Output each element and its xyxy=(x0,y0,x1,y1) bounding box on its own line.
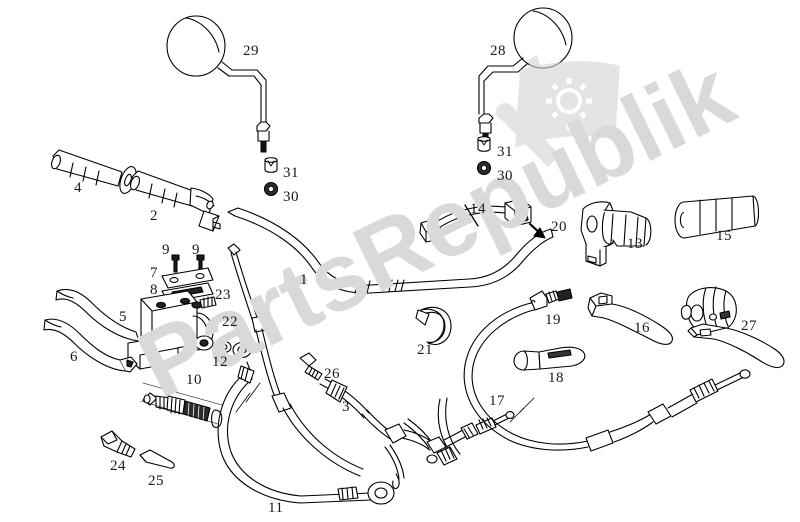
ref-9-a: 9 xyxy=(162,242,170,258)
ref-30-left: 30 xyxy=(283,189,299,205)
ref-12: 12 xyxy=(212,354,228,370)
ref-26: 26 xyxy=(324,366,340,382)
lock-nut-right-30 xyxy=(476,160,492,176)
ref-29: 29 xyxy=(243,43,259,59)
ref-19: 19 xyxy=(545,312,561,328)
ref-2: 2 xyxy=(150,208,158,224)
ref-28: 28 xyxy=(490,43,506,59)
ref-20: 20 xyxy=(551,219,567,235)
ref-9-b: 9 xyxy=(192,242,200,258)
throttle-housing-13 xyxy=(580,201,652,267)
ref-10: 10 xyxy=(186,372,202,388)
ref-5: 5 xyxy=(119,309,127,325)
ref-23: 23 xyxy=(215,287,231,303)
ref-3: 3 xyxy=(342,399,350,415)
ref-21: 21 xyxy=(417,342,433,358)
ref-11: 11 xyxy=(268,500,284,516)
small-bracket xyxy=(680,304,692,320)
brake-lever-5 xyxy=(55,288,140,342)
wire-harness-14 xyxy=(419,198,532,243)
clutch-lever-6 xyxy=(43,318,138,373)
cable-end-19 xyxy=(529,288,573,311)
mirror-left-29 xyxy=(166,15,271,153)
brake-hose-11 xyxy=(217,361,395,505)
ref-31-left: 31 xyxy=(283,165,299,181)
ref-31-right: 31 xyxy=(497,144,513,160)
screw-20-arrow xyxy=(528,222,546,239)
ref-8: 8 xyxy=(150,282,158,298)
master-cylinder-body xyxy=(127,290,252,370)
connector-18 xyxy=(513,346,586,371)
bolt-26 xyxy=(299,352,323,381)
throttle-cable-3 xyxy=(227,243,515,490)
ref-6: 6 xyxy=(70,349,78,365)
ref-1: 1 xyxy=(300,272,308,288)
brake-lever-right-16 xyxy=(587,292,673,345)
grip-right-15 xyxy=(674,195,760,239)
ref-15: 15 xyxy=(716,228,732,244)
ref-17: 17 xyxy=(489,393,505,409)
ref-25: 25 xyxy=(148,473,164,489)
nut-cap-right-31 xyxy=(477,136,491,152)
ref-7: 7 xyxy=(150,265,158,281)
ref-27: 27 xyxy=(741,318,757,334)
ref-24: 24 xyxy=(110,458,126,474)
throttle-tube-2 xyxy=(129,170,221,232)
ref-18: 18 xyxy=(548,370,564,386)
ref-16: 16 xyxy=(634,320,650,336)
ref-22: 22 xyxy=(222,314,238,330)
lock-nut-left-30 xyxy=(263,181,279,197)
bleeder-screw-24 xyxy=(100,430,136,458)
rubber-cap-25 xyxy=(139,449,175,469)
ref-30-right: 30 xyxy=(497,168,513,184)
ref-4: 4 xyxy=(74,180,82,196)
clutch-cable-17 xyxy=(426,301,751,466)
cable-clamp-21 xyxy=(415,306,452,345)
nut-cap-left-31 xyxy=(264,157,278,173)
ref-13: 13 xyxy=(627,236,643,252)
handlebar-1 xyxy=(227,207,554,294)
piston-spring-assembly-10 xyxy=(140,382,223,429)
clutch-perch-assembly-27 xyxy=(685,286,785,369)
clamp-plate-upper-7 xyxy=(161,267,214,289)
ref-14: 14 xyxy=(470,201,486,217)
